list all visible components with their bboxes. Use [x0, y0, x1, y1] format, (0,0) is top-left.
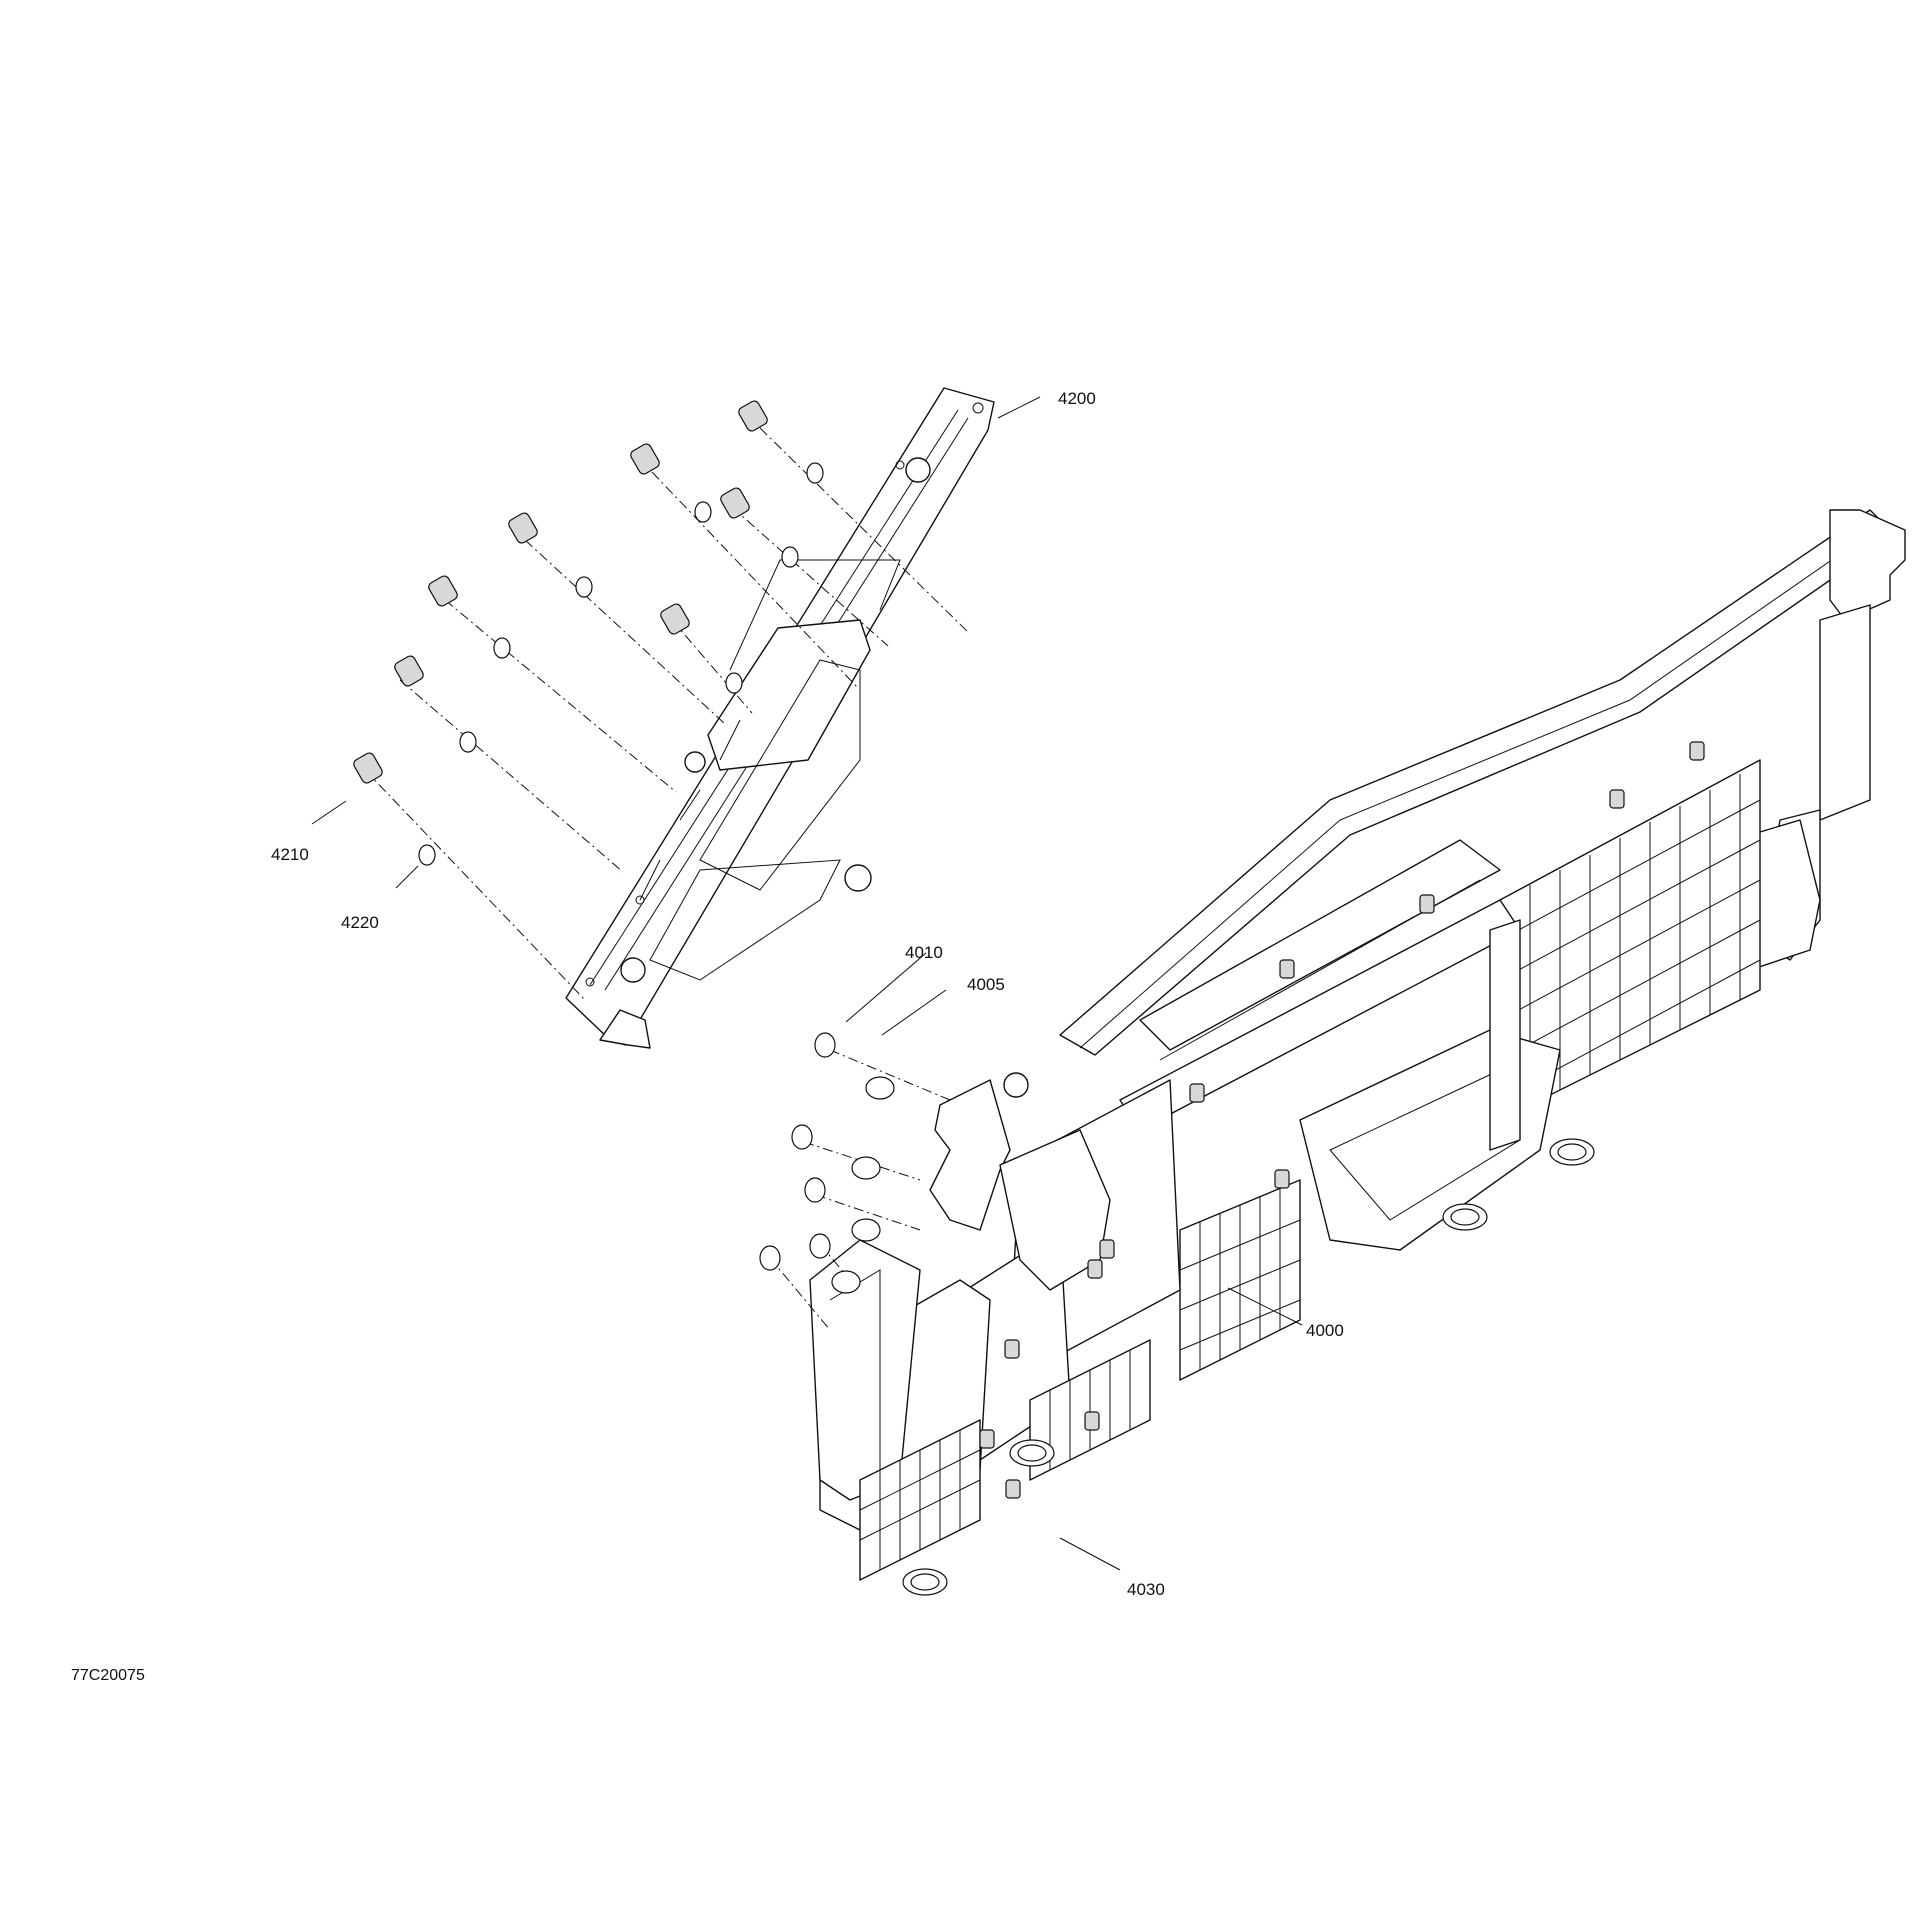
- washer-icon: [831, 1076, 895, 1294]
- bracket-panel-4200[interactable]: [565, 387, 995, 1049]
- grommets-4030: [902, 1138, 1595, 1596]
- callout-4005: 4005: [967, 975, 1005, 994]
- drawing-id: 77C20075: [71, 1667, 145, 1684]
- callout-4210: 4210: [271, 845, 309, 864]
- callout-4000: 4000: [1306, 1321, 1344, 1340]
- clip-icon: [979, 741, 1705, 1499]
- callout-4030: 4030: [1127, 1580, 1165, 1599]
- callout-4200: 4200: [1058, 389, 1096, 408]
- grommet-icon: [902, 1138, 1595, 1596]
- frame-structure-4000[interactable]: [809, 509, 1906, 1581]
- callout-4010: 4010: [905, 943, 943, 962]
- fasteners-4010-4005: [759, 1032, 951, 1331]
- rivet-icon: [353, 400, 768, 784]
- washer-icon: [418, 462, 824, 866]
- leader-lines: [311, 396, 1303, 1571]
- fasteners-4210-4220: [353, 400, 969, 1001]
- bolt-icon: [759, 1032, 836, 1271]
- callout-4220: 4220: [341, 913, 379, 932]
